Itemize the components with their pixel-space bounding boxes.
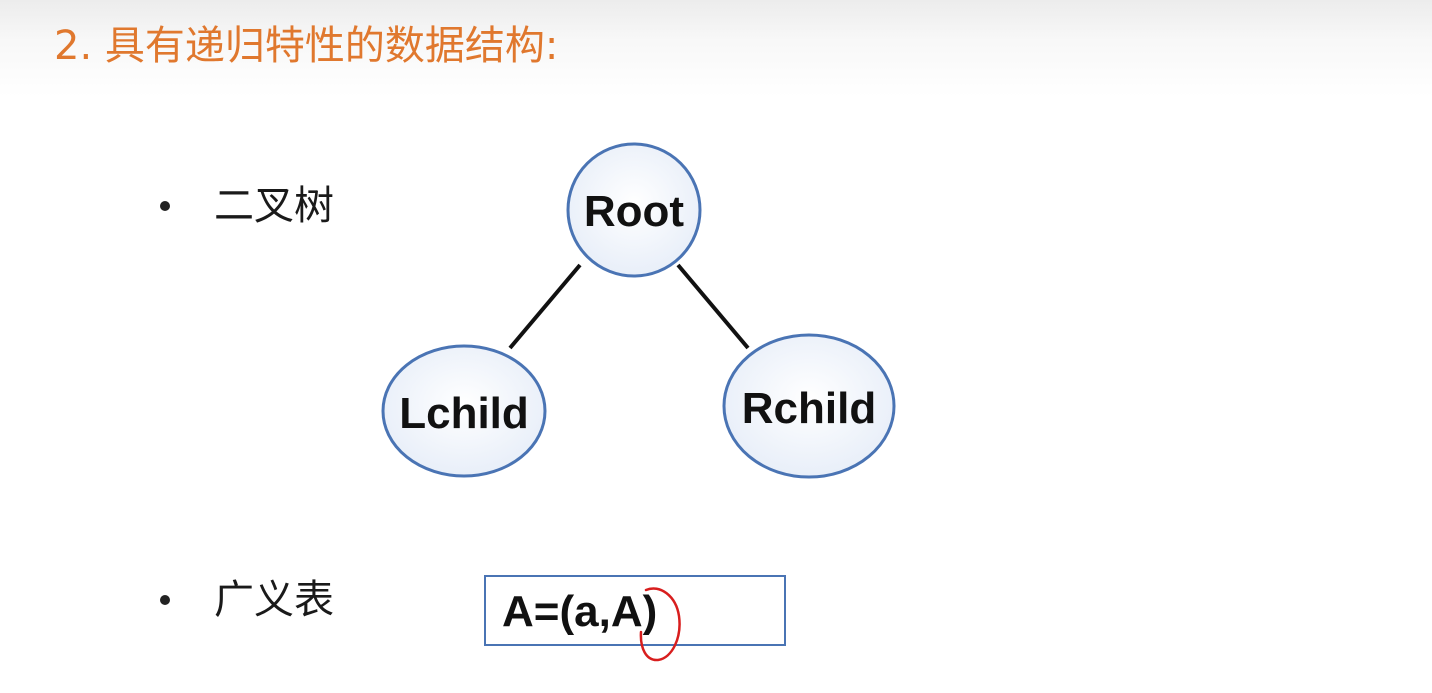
bullet-label: 二叉树 (214, 183, 334, 229)
tree-node-lchild-label: Lchild (399, 389, 529, 438)
bullet-binary-tree: 二叉树 (160, 178, 334, 234)
annotation-stroke (639, 587, 681, 662)
tree-node-rchild-label: Rchild (742, 384, 876, 433)
bullet-generalized-list: 广义表 (160, 572, 334, 628)
tree-edge-right (676, 263, 750, 350)
bullet-dot (160, 595, 170, 605)
tree-node-lchild (381, 344, 547, 478)
formula-text: A=(a,A) (502, 587, 658, 636)
slide-title: 2. 具有递归特性的数据结构: (54, 23, 559, 69)
tree-edge-left (508, 263, 582, 350)
tree-node-root-label: Root (584, 187, 685, 236)
bullet-label: 广义表 (214, 577, 334, 623)
bullet-dot (160, 201, 170, 211)
tree-node-rchild (722, 333, 896, 479)
formula-box: A=(a,A) (484, 575, 786, 646)
tree-node-root (566, 142, 702, 278)
